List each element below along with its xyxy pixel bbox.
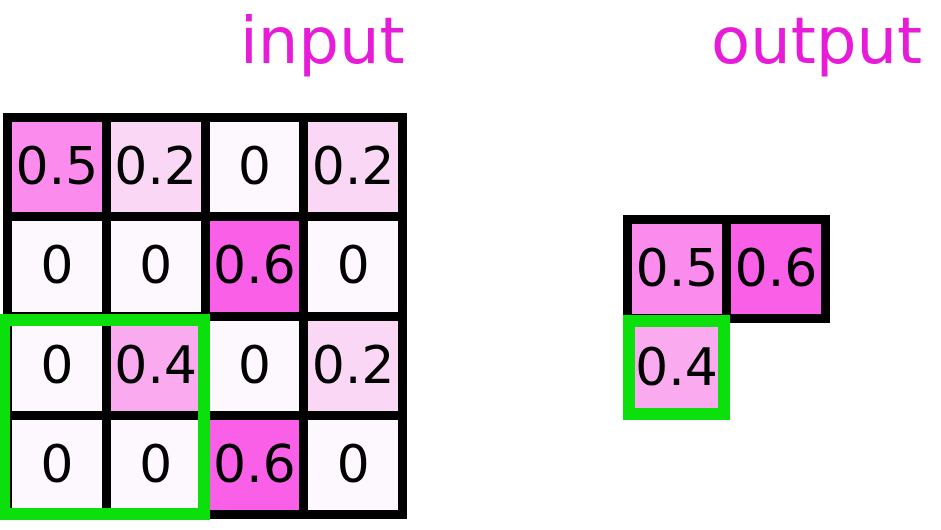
input-cell-r3c3: 0 xyxy=(308,419,398,510)
output-highlighted-cell: 0.4 xyxy=(623,315,730,420)
input-cell-r2c0: 0 xyxy=(12,320,102,411)
input-cell-r2c3: 0.2 xyxy=(308,320,398,411)
input-cell-r3c2: 0.6 xyxy=(209,419,300,510)
input-cell-r2c2: 0 xyxy=(209,320,300,411)
input-matrix: 0.5 0.2 0 0.2 0 0 0.6 0 0 0.4 0 0.2 0 0 … xyxy=(3,113,407,519)
output-title: output xyxy=(711,5,923,79)
input-cell-r0c0: 0.5 xyxy=(12,122,102,213)
input-title: input xyxy=(240,5,405,79)
pooling-window-highlight xyxy=(0,314,210,520)
input-cell-r3c1: 0 xyxy=(110,419,201,510)
input-cell-r3c0: 0 xyxy=(12,419,102,510)
input-cell-r0c1: 0.2 xyxy=(110,122,201,213)
input-cell-r2c1: 0.4 xyxy=(110,320,201,411)
input-cell-r1c2: 0.6 xyxy=(209,221,300,312)
input-cell-r0c2: 0 xyxy=(209,122,300,213)
input-cell-r0c3: 0.2 xyxy=(308,122,398,213)
input-cell-r1c3: 0 xyxy=(308,221,398,312)
input-cell-r1c0: 0 xyxy=(12,221,102,312)
output-cell-r0c1: 0.6 xyxy=(731,224,821,314)
output-cell-r0c0: 0.5 xyxy=(632,224,722,314)
output-matrix: 0.5 0.6 xyxy=(623,215,830,323)
input-cell-r1c1: 0 xyxy=(110,221,201,312)
